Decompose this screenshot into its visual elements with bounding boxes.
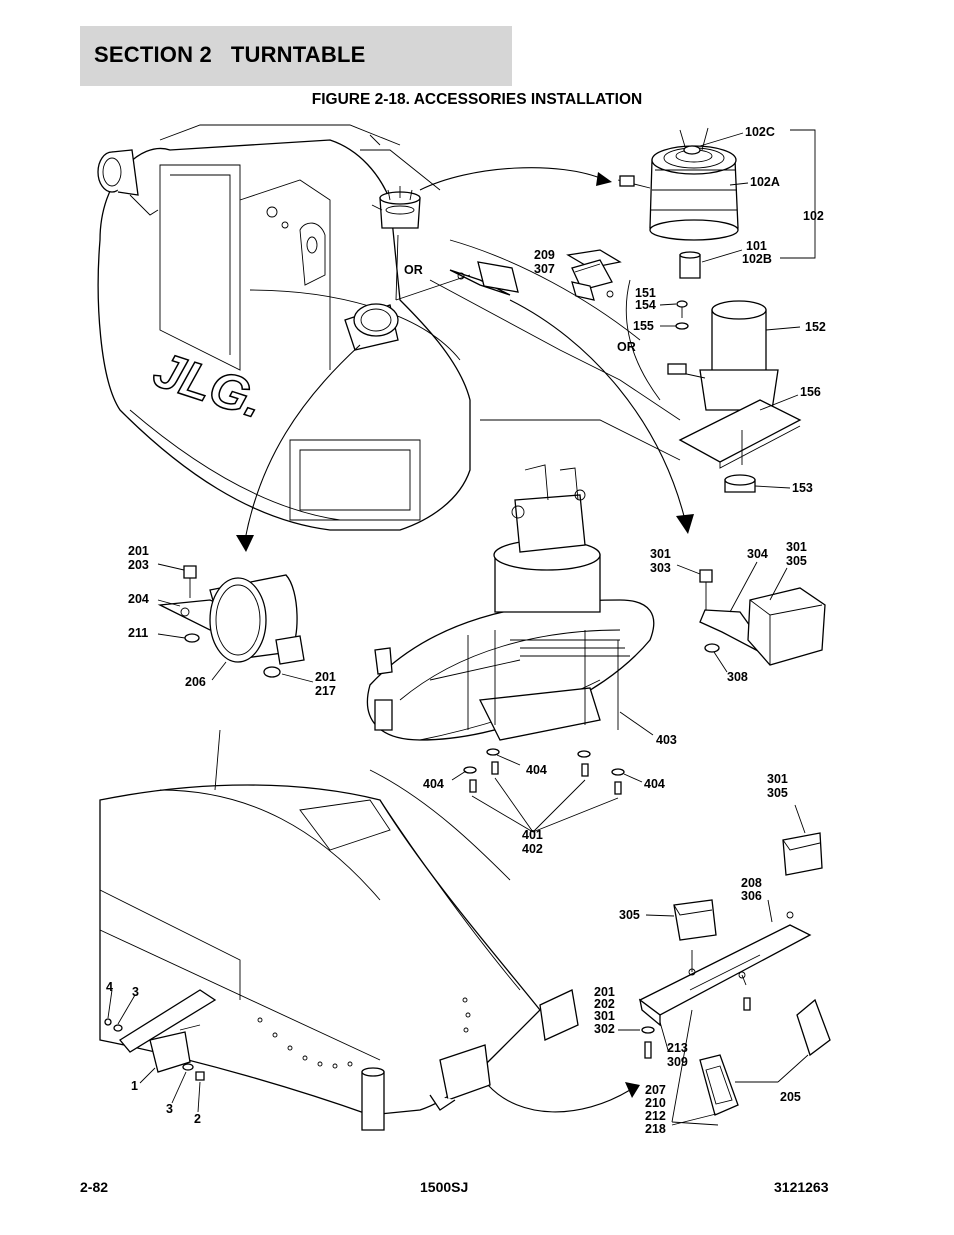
or-label-top: OR <box>404 263 423 277</box>
callout-404-b: 404 <box>526 763 547 777</box>
callout-201-b: 201 <box>315 670 336 684</box>
footer-page-number: 2-82 <box>80 1179 109 1195</box>
callout-307: 307 <box>534 262 555 276</box>
callout-301-c: 301 <box>767 772 788 786</box>
callout-305-b: 305 <box>767 786 788 800</box>
callout-213: 213 <box>667 1041 688 1055</box>
callout-306: 306 <box>741 889 762 903</box>
callout-102: 102 <box>803 209 824 223</box>
callout-102a: 102A <box>750 175 780 189</box>
callout-2: 2 <box>194 1112 201 1126</box>
callout-305-a: 305 <box>786 554 807 568</box>
section-header: SECTION 2 TURNTABLE <box>80 26 512 86</box>
callout-4: 4 <box>106 980 113 994</box>
callout-206: 206 <box>185 675 206 689</box>
callout-3-b: 3 <box>166 1102 173 1116</box>
callout-305-c: 305 <box>619 908 640 922</box>
callout-301-d: 301 <box>594 1009 615 1023</box>
figure-title: FIGURE 2-18. ACCESSORIES INSTALLATION <box>311 91 643 108</box>
rear-light-bar <box>638 832 831 1116</box>
strobe-152-drawing <box>667 300 802 493</box>
callout-308: 308 <box>727 670 748 684</box>
section-title: SECTION 2 TURNTABLE <box>94 42 366 67</box>
footer-model: 1500SJ <box>420 1179 469 1195</box>
swing-bearing-drawing <box>366 464 655 795</box>
callout-301-b: 301 <box>786 540 807 554</box>
callout-156: 156 <box>800 385 821 399</box>
callout-102b: 102B <box>742 252 772 266</box>
beacon-small-drawing <box>371 186 421 229</box>
callout-202: 202 <box>594 997 615 1011</box>
callout-153: 153 <box>792 481 813 495</box>
callout-218: 218 <box>645 1122 666 1136</box>
callout-101: 101 <box>746 239 767 253</box>
license-light-bracket <box>104 989 217 1081</box>
callout-155: 155 <box>633 319 654 333</box>
callout-102c: 102C <box>745 125 775 139</box>
callout-208: 208 <box>741 876 762 890</box>
callout-303: 303 <box>650 561 671 575</box>
leader-lines <box>107 129 816 1126</box>
mounting-bracket-204 <box>157 565 305 678</box>
callout-labels: 102C 102A 102 101 102B 209 307 151 154 1… <box>106 125 826 1136</box>
callout-401: 401 <box>522 828 543 842</box>
large-beacon-drawing <box>617 127 739 279</box>
callout-152: 152 <box>805 320 826 334</box>
callout-205: 205 <box>780 1090 801 1104</box>
callout-402: 402 <box>522 842 543 856</box>
callout-3-a: 3 <box>132 985 139 999</box>
callout-204: 204 <box>128 592 149 606</box>
hole-pattern <box>257 997 471 1069</box>
strobe-bracket-center <box>449 261 519 296</box>
callout-207: 207 <box>645 1083 666 1097</box>
screw-151 <box>675 300 689 330</box>
callout-211: 211 <box>128 626 148 640</box>
callout-210: 210 <box>645 1096 666 1110</box>
turntable-hood-drawing: JLG. <box>97 124 681 531</box>
callout-304: 304 <box>747 547 768 561</box>
callout-309: 309 <box>667 1055 688 1069</box>
bracket-209-307 <box>566 249 622 301</box>
callout-209: 209 <box>534 248 555 262</box>
callout-1: 1 <box>131 1079 138 1093</box>
callout-404-c: 404 <box>644 777 665 791</box>
callout-404-a: 404 <box>423 777 444 791</box>
callout-302: 302 <box>594 1022 615 1036</box>
light-bracket-304 <box>699 569 826 666</box>
beacon-mount-hood <box>344 303 399 351</box>
callout-212: 212 <box>645 1109 666 1123</box>
lower-chassis-drawing <box>99 729 640 1131</box>
callout-154: 154 <box>635 298 656 312</box>
callout-203: 203 <box>128 558 149 572</box>
callout-403: 403 <box>656 733 677 747</box>
arrow-beacon-to-detail <box>419 167 606 191</box>
callout-201-c: 201 <box>594 985 615 999</box>
beacon-mount-top-left <box>97 149 159 216</box>
footer-doc-number: 3121263 <box>774 1179 829 1195</box>
callout-151: 151 <box>635 286 656 300</box>
callout-217: 217 <box>315 684 336 698</box>
callout-301-a: 301 <box>650 547 671 561</box>
callout-201-a: 201 <box>128 544 149 558</box>
or-label-right: OR <box>617 340 636 354</box>
